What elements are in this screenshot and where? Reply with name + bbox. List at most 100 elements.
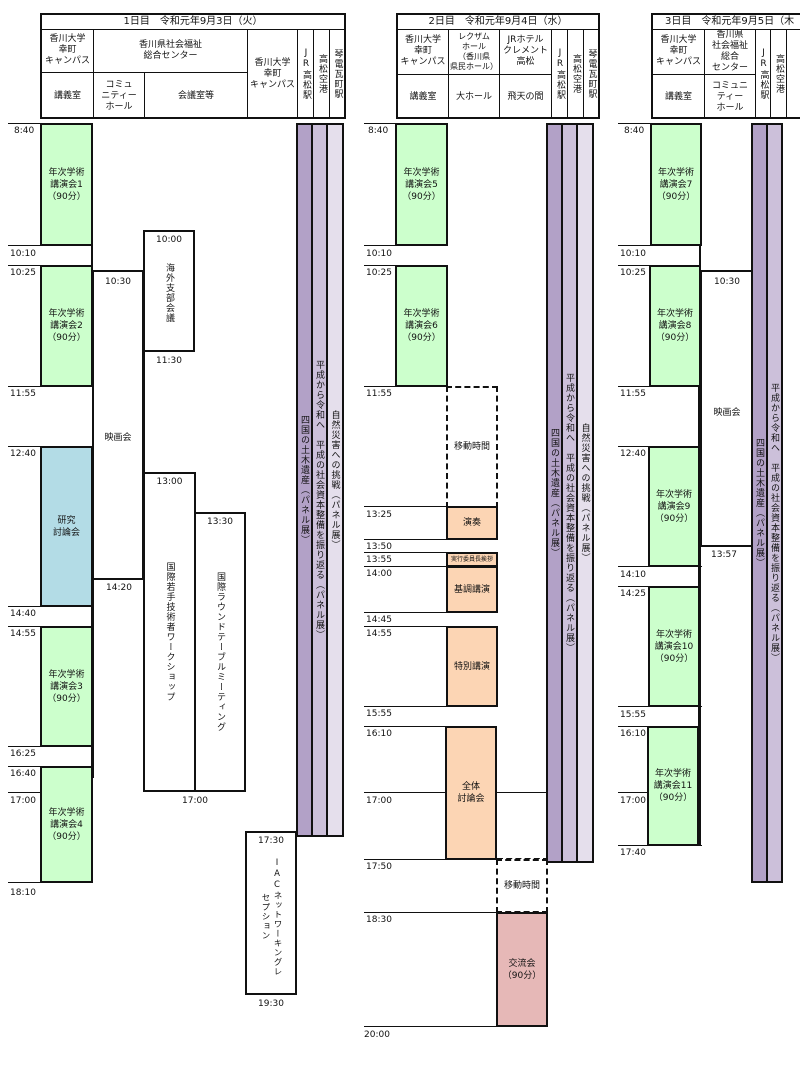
day1-roundtable-meeting[interactable]: 13:30 国際ラウンドテーブルミーティング bbox=[194, 512, 246, 792]
time-line bbox=[364, 539, 448, 540]
time-label: 14:55 bbox=[10, 629, 36, 639]
day1-room-lecture: 講義室 bbox=[42, 73, 94, 119]
time-line bbox=[364, 506, 448, 507]
day2-header: 2日目 令和元年9月4日（水） 香川大学 幸町 キャンパス レクザム ホール （… bbox=[396, 13, 600, 119]
day1-lecture-3[interactable]: 年次学術 講演会3 （90分） bbox=[40, 626, 93, 747]
day1-overseas-label: 海外支部会議 bbox=[164, 263, 174, 323]
day1-movie[interactable]: 10:30 映画会 bbox=[92, 270, 144, 580]
day1-panel-2-label: 平成から令和へ 平成の社会資本整備を振り返る（パネル展） bbox=[314, 360, 324, 640]
time-line bbox=[364, 265, 398, 266]
time-label: 14:00 bbox=[366, 569, 392, 579]
day2-panel-natural-disaster[interactable]: 自然災害への挑戦（パネル展） bbox=[576, 123, 594, 863]
day1-title: 1日目 令和元年9月3日（火） bbox=[42, 15, 344, 30]
day1-meeting-edge bbox=[143, 352, 145, 472]
time-label: 13:55 bbox=[366, 555, 392, 565]
day3-panel-heisei-infrastructure[interactable]: 平成から令和へ 平成の社会資本整備を振り返る（パネル展） bbox=[766, 123, 783, 883]
day1-young-engineers-workshop[interactable]: 13:00 国際若手技術者ワークショップ bbox=[143, 472, 196, 792]
time-line bbox=[364, 706, 448, 707]
day1-venue-kagawa-univ2: 香川大学 幸町 キャンパス bbox=[248, 29, 298, 119]
day1-iac-start: 17:30 bbox=[258, 836, 284, 846]
day2-performance[interactable]: 演奏 bbox=[446, 506, 498, 540]
time-line bbox=[364, 726, 448, 727]
day1-iac-networking-reception[interactable]: 17:30 IACネットワーキングレセプション bbox=[245, 831, 297, 995]
day3-lecture-9[interactable]: 年次学術 講演会9 （90分） bbox=[648, 446, 700, 567]
day3-lecture-7[interactable]: 年次学術 講演会7 （90分） bbox=[650, 123, 702, 246]
day2-panel-1-label: 四国の土木遺産（パネル展） bbox=[549, 428, 559, 558]
day1-header: 1日目 令和元年9月3日（火） 香川大学 幸町 キャンパス 香川県社会福祉 総合… bbox=[40, 13, 346, 119]
day1-overseas-start: 10:00 bbox=[156, 235, 182, 245]
time-line bbox=[364, 552, 448, 553]
day2-room-lecture: 講義室 bbox=[398, 75, 449, 119]
day2-venue-airport: 高松空港 bbox=[568, 29, 584, 119]
day1-lecture-1[interactable]: 年次学術 講演会1 （90分） bbox=[40, 123, 93, 246]
time-label: 12:40 bbox=[620, 449, 646, 459]
day1-overseas-branch-meeting[interactable]: 10:00 海外支部会議 bbox=[143, 230, 195, 352]
day1-iac-end: 19:30 bbox=[258, 999, 284, 1009]
day2-panel-2-label: 平成から令和へ 平成の社会資本整備を振り返る（パネル展） bbox=[564, 373, 574, 653]
time-line bbox=[364, 612, 448, 613]
time-label: 17:40 bbox=[620, 848, 646, 858]
day2-reception[interactable]: 交流会 （90分） bbox=[496, 912, 548, 1027]
time-label: 16:10 bbox=[366, 729, 392, 739]
day1-venue-kotoden: 琴電瓦町駅 bbox=[332, 49, 343, 99]
day2-keynote-lecture[interactable]: 基調講演 bbox=[446, 566, 498, 613]
time-label: 14:10 bbox=[620, 570, 646, 580]
time-line bbox=[618, 792, 652, 793]
time-label: 11:55 bbox=[366, 389, 392, 399]
time-line bbox=[618, 586, 652, 587]
time-label: 17:00 bbox=[620, 796, 646, 806]
day1-movie-start: 10:30 bbox=[105, 277, 131, 287]
day2-room-main-hall: 大ホール bbox=[449, 75, 500, 119]
day3-lecture-11[interactable]: 年次学術 講演会11 （90分） bbox=[647, 726, 699, 846]
time-label: 13:25 bbox=[366, 510, 392, 520]
day3-lecture-column-edge bbox=[698, 386, 700, 447]
day3-movie-label: 映画会 bbox=[713, 408, 741, 418]
day2-lecture-5[interactable]: 年次学術 講演会5 （90分） bbox=[395, 123, 448, 246]
day2-chair-greeting[interactable]: 実行委員長挨拶 bbox=[446, 552, 498, 567]
time-label: 13:50 bbox=[366, 542, 392, 552]
time-label: 12:40 bbox=[10, 449, 36, 459]
time-label: 20:00 bbox=[364, 1030, 390, 1040]
time-line bbox=[364, 626, 448, 627]
time-label: 10:10 bbox=[366, 249, 392, 259]
time-line bbox=[8, 446, 42, 447]
day3-movie[interactable]: 10:30 映画会 bbox=[700, 270, 752, 547]
day3-lecture-10[interactable]: 年次学術 講演会10 （90分） bbox=[648, 586, 700, 707]
day1-lecture-4[interactable]: 年次学術 講演会4 （90分） bbox=[40, 766, 93, 883]
day2-venue-kagawa-univ: 香川大学 幸町 キャンパス bbox=[398, 29, 449, 75]
day2-plenary-discussion[interactable]: 全体 討論会 bbox=[445, 726, 497, 860]
time-label: 16:40 bbox=[10, 769, 36, 779]
time-label: 11:55 bbox=[620, 389, 646, 399]
day1-movie-end: 14:20 bbox=[106, 583, 132, 593]
time-label: 14:40 bbox=[10, 609, 36, 619]
time-line bbox=[618, 726, 652, 727]
time-label: 11:55 bbox=[10, 389, 36, 399]
day1-panel-natural-disaster[interactable]: 自然災害への挑戦（パネル展） bbox=[326, 123, 344, 837]
time-label: 16:10 bbox=[620, 729, 646, 739]
day1-overseas-end: 11:30 bbox=[156, 356, 182, 366]
time-label: 14:25 bbox=[620, 589, 646, 599]
time-line bbox=[618, 123, 652, 124]
day3-header: 3日目 令和元年9月5日（木 香川大学 幸町 キャンパス 香川県 社会福祉 総合… bbox=[651, 13, 800, 119]
day1-research-discussion[interactable]: 研究 討論会 bbox=[40, 446, 93, 607]
time-label: 18:30 bbox=[366, 915, 392, 925]
day3-lecture-8[interactable]: 年次学術 講演会8 （90分） bbox=[649, 265, 701, 387]
day1-venue-welfare-center: 香川県社会福祉 総合センター bbox=[94, 29, 248, 73]
time-label: 14:45 bbox=[366, 615, 392, 625]
time-label: 18:10 bbox=[10, 888, 36, 898]
time-label: 10:25 bbox=[10, 268, 36, 278]
day1-iac-label: IACネットワーキングレセプション bbox=[260, 857, 282, 977]
day1-workshop-label: 国際若手技術者ワークショップ bbox=[164, 562, 175, 702]
day3-venue-jr-station: JR高松駅 bbox=[756, 29, 771, 119]
day1-lecture-2[interactable]: 年次学術 講演会2 （90分） bbox=[40, 265, 93, 387]
day1-roundtable-start: 13:30 bbox=[207, 517, 233, 527]
day3-lecture-column-edge bbox=[699, 245, 701, 266]
day2-title: 2日目 令和元年9月4日（水） bbox=[398, 15, 598, 30]
day3-room-community-hall: コミュニ ティー ホール bbox=[705, 75, 756, 119]
day2-travel-time-2: 移動時間 bbox=[496, 859, 548, 913]
time-label: 10:10 bbox=[10, 249, 36, 259]
day2-lecture-6[interactable]: 年次学術 講演会6 （90分） bbox=[395, 265, 448, 387]
time-line bbox=[364, 566, 448, 567]
day2-special-lecture[interactable]: 特別講演 bbox=[446, 626, 498, 707]
day1-venue-jr-station: JR高松駅 bbox=[298, 29, 314, 119]
